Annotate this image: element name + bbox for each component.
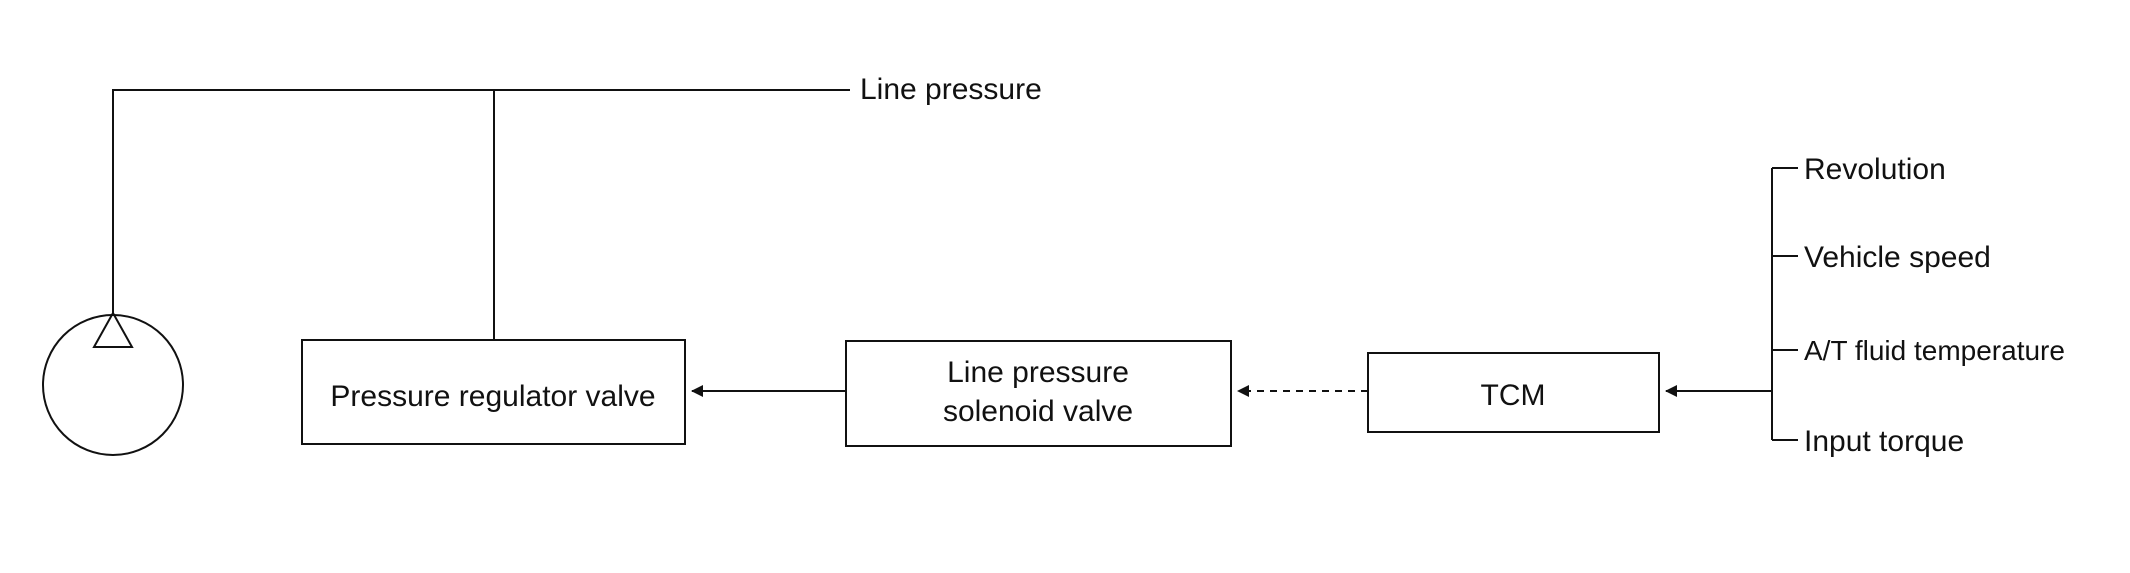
input-vehicle-speed-label: Vehicle speed xyxy=(1804,241,1991,274)
line-pressure-solenoid-valve-box: Line pressure solenoid valve xyxy=(845,340,1232,447)
input-torque-label: Input torque xyxy=(1804,425,1964,458)
pressure-regulator-valve-box: Pressure regulator valve xyxy=(301,339,686,445)
solenoid-valve-label-line2: solenoid valve xyxy=(943,395,1133,428)
line-pressure-label: Line pressure xyxy=(860,73,1042,106)
pressure-regulator-valve-label: Pressure regulator valve xyxy=(330,380,655,413)
input-at-fluid-temperature-label: A/T fluid temperature xyxy=(1804,335,2065,366)
tcm-label: TCM xyxy=(1481,379,1546,412)
line-pressure-line xyxy=(112,89,850,340)
tcm-box: TCM xyxy=(1367,352,1660,433)
input-signal-bracket xyxy=(1771,167,1798,441)
input-revolution-label: Revolution xyxy=(1804,153,1946,186)
oil-pump-symbol xyxy=(42,310,184,456)
solenoid-valve-label-line1: Line pressure xyxy=(947,356,1129,389)
